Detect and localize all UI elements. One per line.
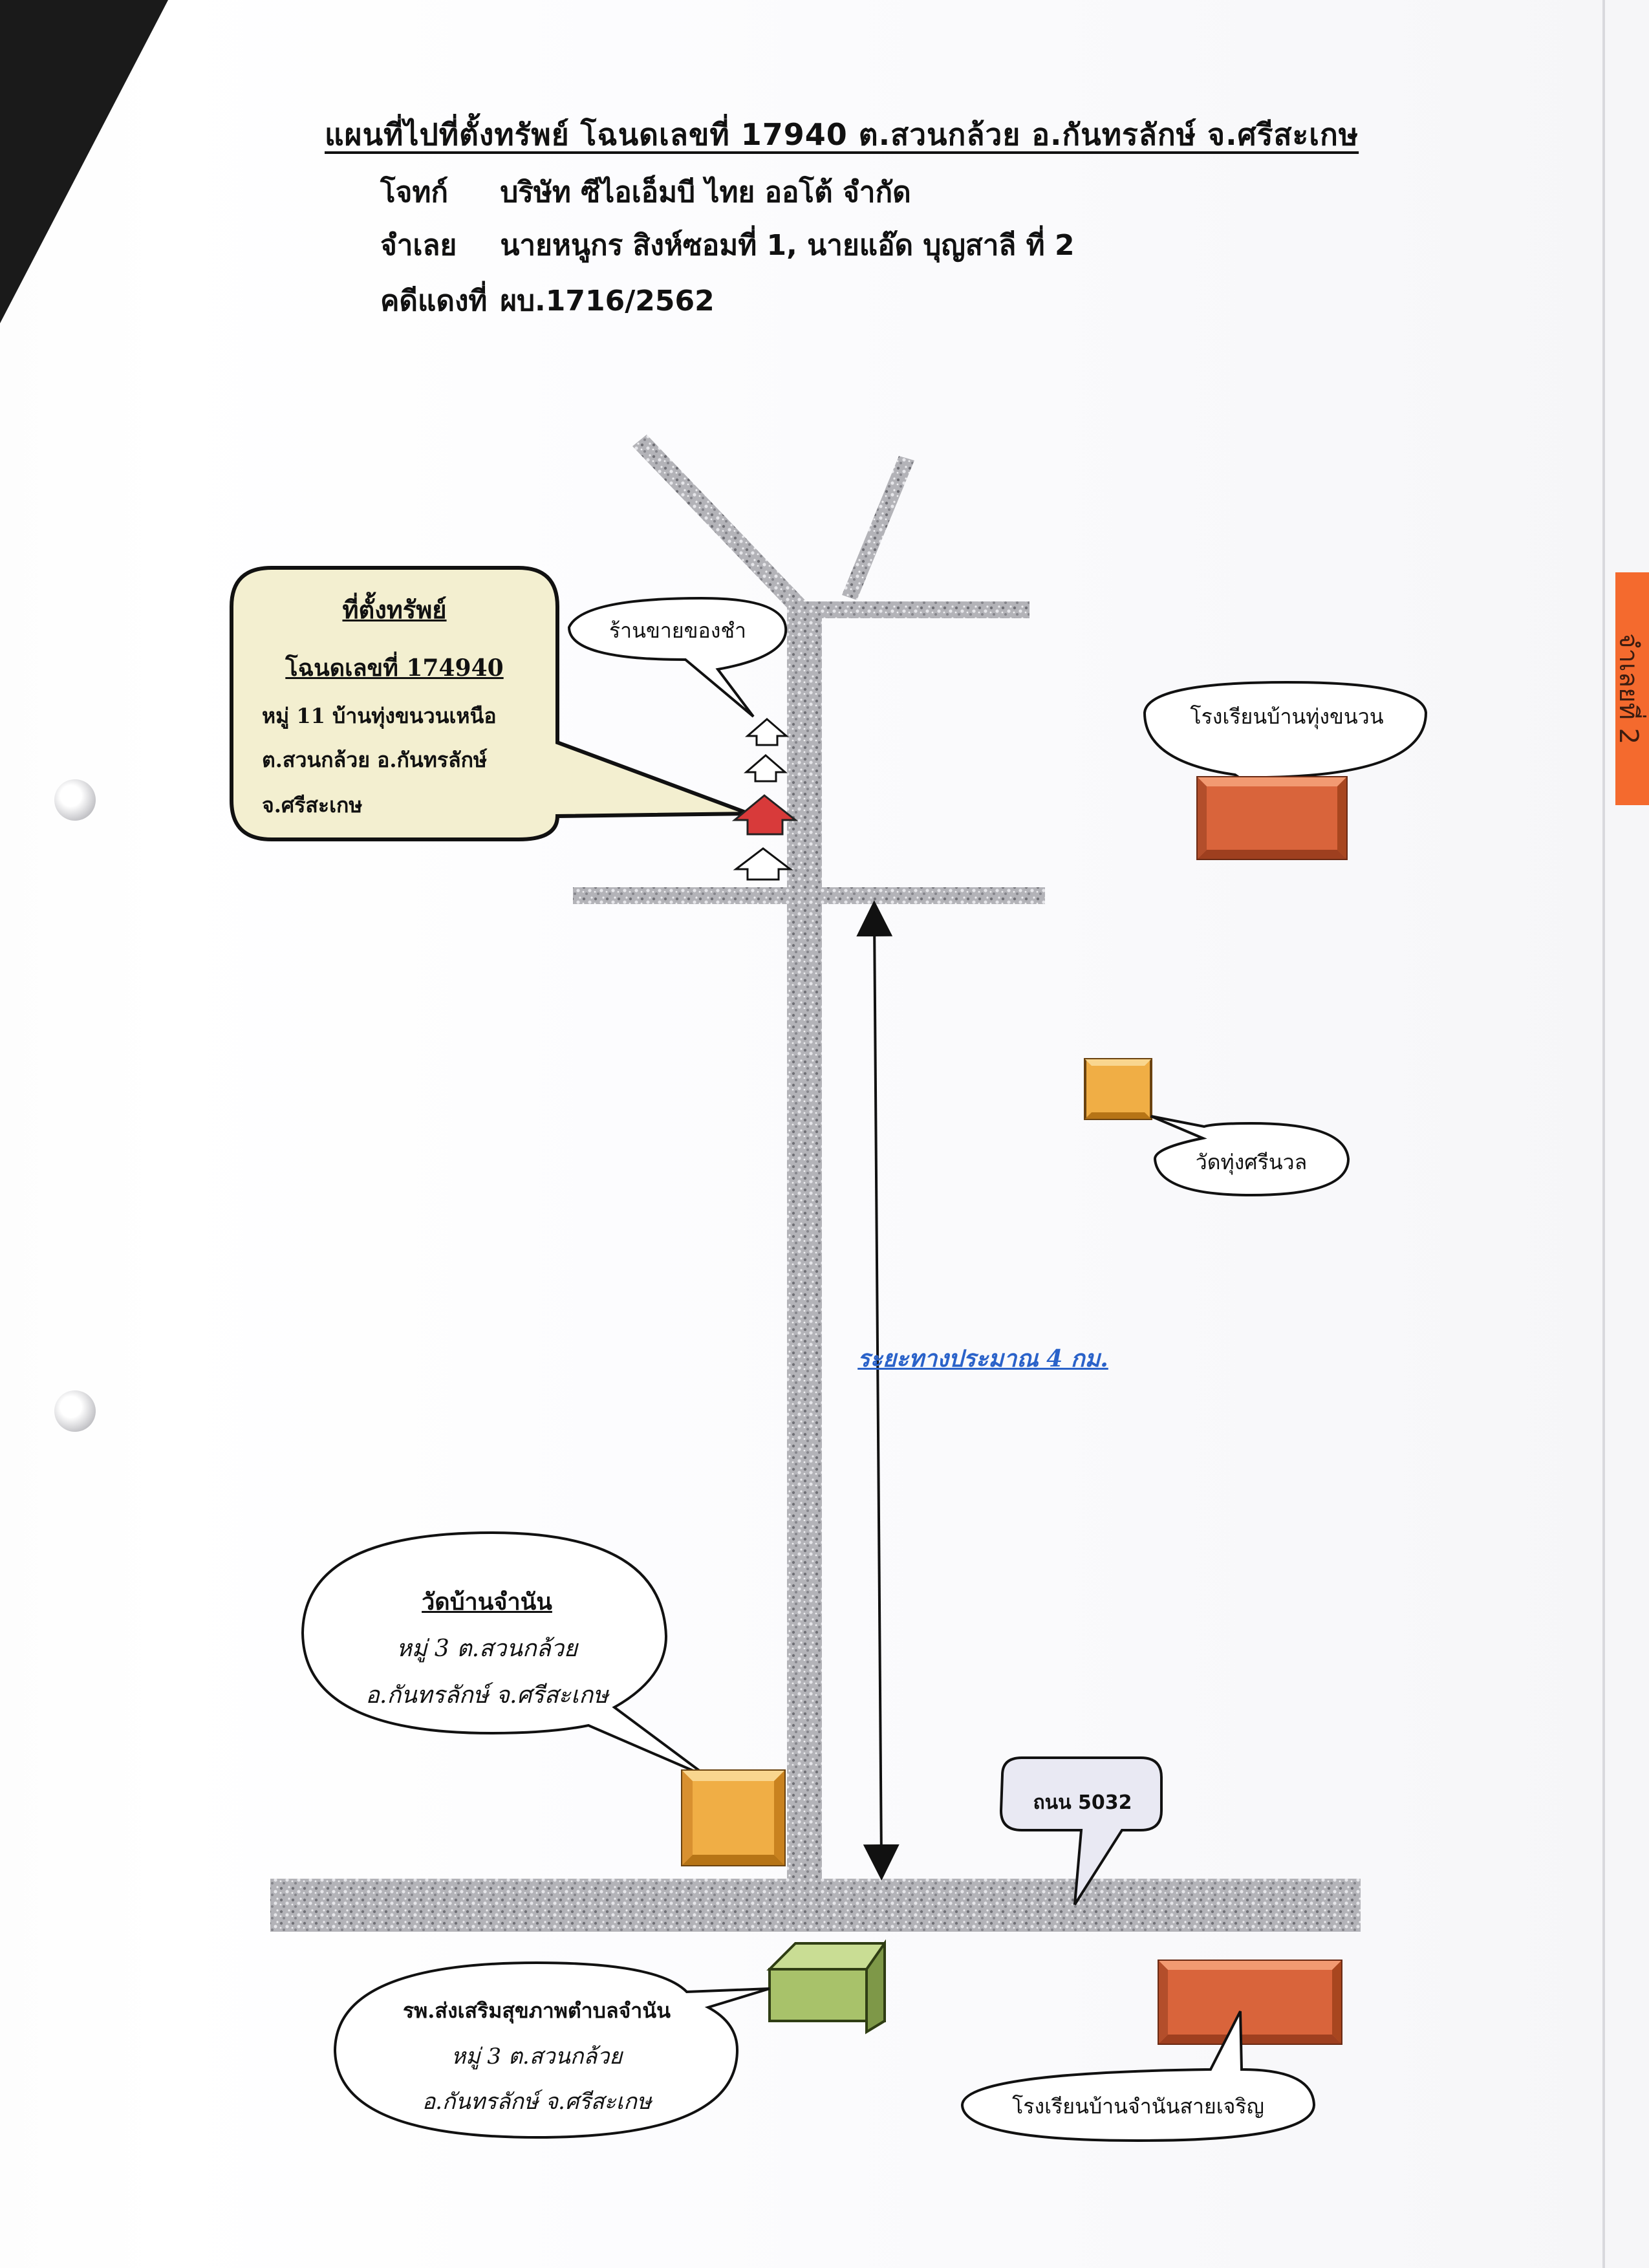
- folded-corner: [0, 0, 168, 323]
- temple-chamnan-bubble: [301, 1531, 709, 1778]
- health-center-address1: หมู่ 3 ต.สวนกล้วย: [451, 2044, 623, 2069]
- case-value: ผบ.1716/2562: [500, 285, 715, 318]
- temple-chamnan: [301, 1531, 786, 1866]
- arrow-up-icon: [744, 718, 790, 746]
- property-box: [230, 566, 750, 841]
- northeast-branch-road: [842, 456, 914, 600]
- property-location-arrow-icon: [731, 794, 799, 836]
- school-north: [1143, 680, 1428, 860]
- distance-indicator: [856, 900, 900, 1881]
- temple-thungsrinuan-building: [1084, 1058, 1152, 1120]
- main-road: [787, 601, 822, 1901]
- property-address-line3: จ.ศรีสะเกษ: [262, 793, 363, 817]
- property-address-line2: ต.สวนกล้วย อ.กันทรลักษ์: [262, 748, 488, 772]
- health-center-name: รพ.ส่งเสริมสุขภาพตำบลจำนัน: [402, 1998, 671, 2023]
- grocery-label: ร้านขายของชำ: [609, 618, 747, 643]
- property-callout: [230, 566, 750, 841]
- school-south: [960, 1960, 1342, 2143]
- grocery-bubble: [567, 596, 788, 718]
- property-heading: ที่ตั้งทรัพย์: [342, 595, 447, 624]
- health-center-bubble: [333, 1961, 770, 2139]
- arrow-markers: [731, 718, 799, 881]
- school-north-building: [1196, 776, 1348, 860]
- health-center-address2: อ.กันทรลักษ์ จ.ศรีสะเกษ: [422, 2089, 652, 2115]
- plaintiff-value: บริษัท ซีไอเอ็มบี ไทย ออโต้ จำกัด: [500, 176, 911, 209]
- side-tab-label: จำเลยที่ 2: [1613, 632, 1643, 745]
- temple-thungsrinuan: [1084, 1058, 1350, 1197]
- punch-hole: [54, 1390, 96, 1432]
- school-north-label: โรงเรียนบ้านทุ่งขนวน: [1190, 704, 1384, 729]
- arrow-up-icon: [743, 754, 788, 783]
- page-edge: [1602, 0, 1605, 2268]
- defendant-label: จำเลย: [380, 229, 457, 262]
- temple-thungsrinuan-label: วัดทุ่งศรีนวล: [1195, 1150, 1308, 1174]
- school-south-label: โรงเรียนบ้านจำนันสายเจริญ: [1012, 2094, 1264, 2119]
- defendant-line: จำเลย นายหนูกร สิงห์ซอมที่ 1, นายแอ๊ด บุ…: [380, 222, 1075, 268]
- school-north-bubble: [1143, 680, 1428, 786]
- distance-arrow: [856, 900, 900, 1881]
- road-label: ถนน 5032: [1033, 1791, 1132, 1814]
- temple-chamnan-address2: อ.กันทรลักษ์ จ.ศรีสะเกษ: [365, 1682, 609, 1709]
- map-title: แผนที่ไปที่ตั้งทรัพย์ โฉนดเลขที่ 17940 ต…: [325, 117, 1359, 152]
- case-line: คดีแดงที่ ผบ.1716/2562: [380, 278, 715, 323]
- road-label-box: [999, 1756, 1163, 1906]
- plaintiff-line: โจทก์ บริษัท ซีไอเอ็มบี ไทย ออโต้ จำกัด: [380, 169, 911, 215]
- property-address-line1: หมู่ 11 บ้านทุ่งขนวนเหนือ: [262, 704, 497, 728]
- property-deed-number: โฉนดเลขที่ 174940: [285, 654, 504, 682]
- temple-chamnan-address1: หมู่ 3 ต.สวนกล้วย: [396, 1636, 578, 1662]
- road-label-callout: [999, 1756, 1163, 1906]
- north-cross-road: [810, 601, 1029, 618]
- side-tab: จำเลยที่ 2: [1613, 572, 1649, 805]
- grocery-callout: [567, 596, 788, 718]
- defendant-value: นายหนูกร สิงห์ซอมที่ 1, นายแอ๊ด บุญสาลี …: [500, 229, 1075, 262]
- school-south-bubble: [960, 2011, 1316, 2143]
- case-label: คดีแดงที่: [380, 285, 488, 318]
- school-south-building: [1158, 1960, 1342, 2045]
- punch-hole: [54, 779, 96, 821]
- distance-label: ระยะทางประมาณ 4 กม.: [857, 1345, 1108, 1372]
- northwest-branch-road: [632, 435, 805, 613]
- highway-5032: [270, 1879, 1361, 1932]
- plaintiff-label: โจทก์: [380, 176, 449, 209]
- temple-chamnan-name: วัดบ้านจำนัน: [422, 1588, 552, 1615]
- south-cross-road: [573, 887, 1045, 904]
- temple-thungsrinuan-bubble: [1150, 1115, 1350, 1197]
- temple-chamnan-building: [681, 1769, 786, 1866]
- arrow-up-icon: [733, 847, 793, 881]
- health-center: [333, 1939, 886, 2139]
